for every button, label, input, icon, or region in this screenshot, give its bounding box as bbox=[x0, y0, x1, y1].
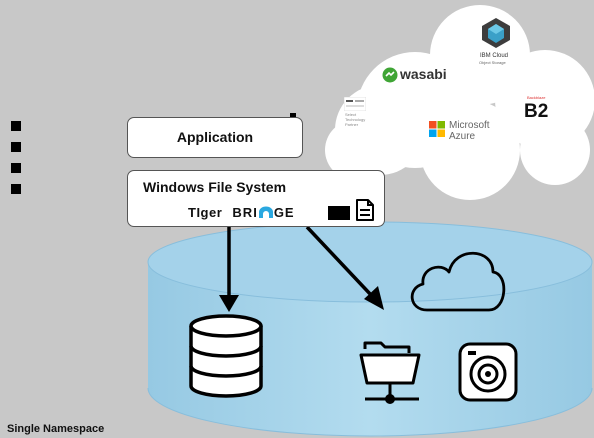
tiger-bridge-brand-right: GE bbox=[273, 205, 295, 220]
ibm-cloud-logo-icon bbox=[482, 18, 510, 48]
bridge-arch-icon bbox=[258, 206, 273, 218]
bullet-1 bbox=[11, 121, 21, 131]
bullet-4 bbox=[11, 184, 21, 194]
tiger-bridge-brand-left: TIger bbox=[188, 205, 223, 220]
aws-partner-line2: Technology bbox=[345, 117, 366, 122]
microsoft-logo-icon bbox=[429, 121, 445, 137]
microsoft-label: Microsoft bbox=[449, 120, 490, 131]
cloud-outline-icon bbox=[410, 251, 506, 312]
bullet-2 bbox=[11, 142, 21, 152]
backblaze-label: Backblaze bbox=[527, 95, 546, 100]
wasabi-logo-icon bbox=[382, 67, 398, 83]
database-icon bbox=[189, 314, 263, 398]
windows-file-system-box: Windows File System TIger BRI GE bbox=[127, 170, 385, 227]
aws-partner-line1: Select bbox=[345, 112, 357, 117]
b2-label: B2 bbox=[524, 101, 549, 122]
azure-label: Azure bbox=[449, 131, 476, 142]
black-block bbox=[328, 206, 350, 220]
ibm-cloud-sublabel: Object Storage bbox=[479, 60, 506, 65]
media-camera-icon bbox=[458, 342, 518, 402]
application-box: Application bbox=[127, 117, 303, 158]
network-folder-icon bbox=[359, 341, 421, 404]
single-namespace-label: Single Namespace bbox=[7, 423, 105, 435]
aws-partner-badge-icon bbox=[344, 97, 366, 111]
tiger-bridge-logo: TIger BRI GE bbox=[188, 205, 295, 220]
arrow-to-database-head bbox=[219, 295, 239, 312]
document-icon bbox=[356, 199, 374, 221]
bullet-3 bbox=[11, 163, 21, 173]
aws-partner-line3: Partner bbox=[345, 122, 359, 127]
ibm-cloud-label: IBM Cloud bbox=[480, 53, 509, 59]
arrow-to-file-share-head bbox=[364, 286, 384, 310]
arrow-to-file-share bbox=[305, 225, 374, 298]
wasabi-label: wasabi bbox=[400, 66, 447, 82]
windows-file-system-title: Windows File System bbox=[143, 179, 287, 195]
tiger-bridge-brand-mid: BRI bbox=[232, 205, 258, 220]
